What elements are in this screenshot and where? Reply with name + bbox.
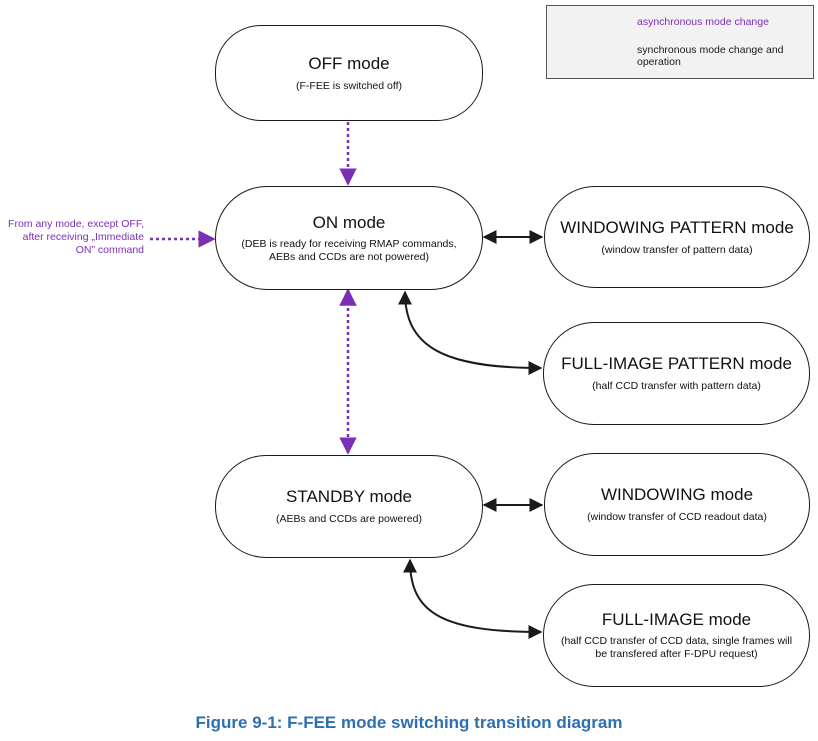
windowing-mode-description: (window transfer of CCD readout data) [587, 511, 767, 523]
standby-mode-title: STANDBY mode [286, 487, 412, 506]
on-mode-node: ON mode (DEB is ready for receiving RMAP… [215, 186, 483, 290]
off-mode-title: OFF mode [308, 53, 390, 73]
off-mode-description: (F-FEE is switched off) [296, 79, 402, 92]
windowing-mode-node: WINDOWING mode (window transfer of CCD r… [544, 453, 810, 556]
full-image-pattern-mode-description: (half CCD transfer with pattern data) [592, 380, 761, 392]
standby-mode-description: (AEBs and CCDs are powered) [276, 513, 422, 525]
legend: asynchronous mode change synchronous mod… [546, 5, 814, 79]
on-mode-description: (DEB is ready for receiving RMAP command… [241, 237, 457, 263]
figure-caption: Figure 9-1: F-FEE mode switching transit… [195, 713, 623, 732]
windowing-pattern-mode-node: WINDOWING PATTERN mode (window transfer … [544, 186, 810, 288]
windowing-mode-title: WINDOWING mode [600, 485, 754, 504]
full-image-mode-description: (half CCD transfer of CCD data, single f… [560, 635, 793, 660]
on-mode-title: ON mode [312, 212, 386, 232]
arrow-standby-full-image [403, 558, 543, 639]
full-image-pattern-mode-title: FULL-IMAGE PATTERN mode [561, 354, 792, 373]
full-image-mode-title: FULL-IMAGE mode [601, 610, 752, 629]
off-mode-node: OFF mode (F-FEE is switched off) [215, 25, 483, 121]
full-image-mode-node: FULL-IMAGE mode (half CCD transfer of CC… [543, 584, 810, 687]
legend-async-label: asynchronous mode change [637, 16, 769, 28]
windowing-pattern-mode-title: WINDOWING PATTERN mode [560, 217, 794, 237]
standby-mode-node: STANDBY mode (AEBs and CCDs are powered) [215, 455, 483, 558]
legend-sync-label: synchronous mode change and operation [637, 44, 784, 68]
immediate-on-note: From any mode, except OFF, after receivi… [8, 218, 144, 256]
arrow-on-full-image-pattern [398, 290, 543, 375]
full-image-pattern-mode-node: FULL-IMAGE PATTERN mode (half CCD transf… [543, 322, 810, 425]
windowing-pattern-mode-description: (window transfer of pattern data) [601, 243, 753, 256]
